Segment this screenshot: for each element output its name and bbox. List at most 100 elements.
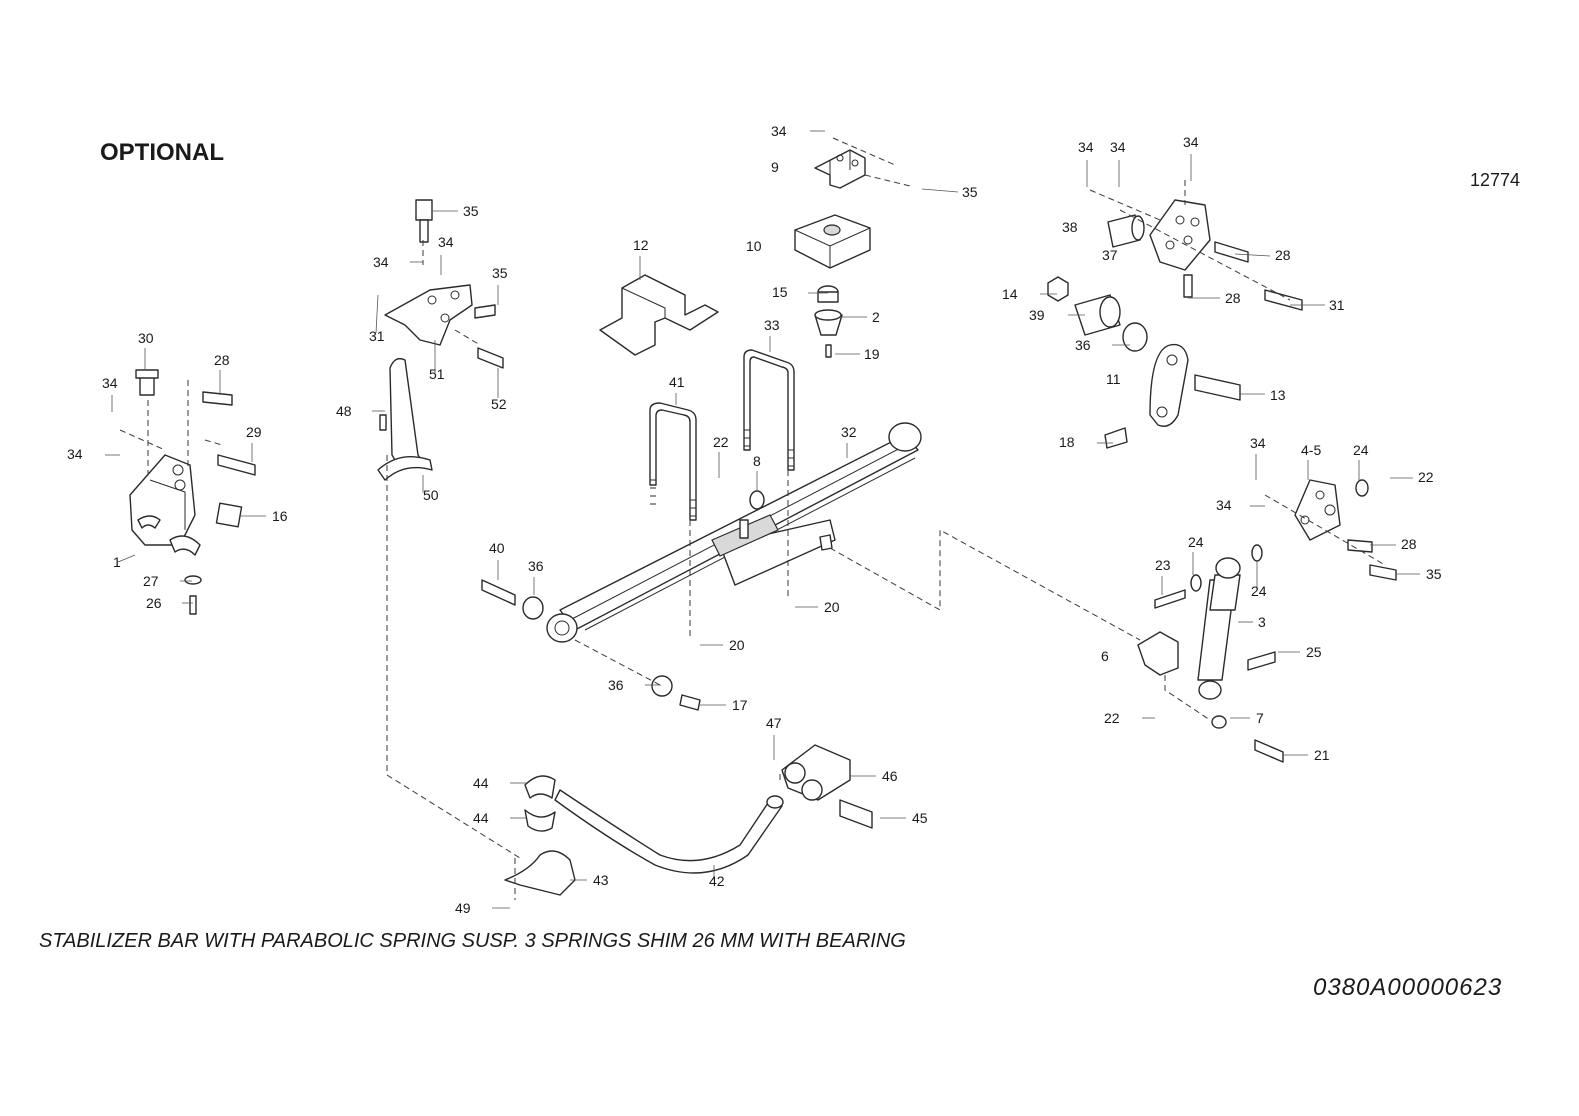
callout-label: 45 (912, 810, 928, 826)
callout-label: 10 (746, 238, 762, 254)
bracket-6 (1137, 631, 1179, 676)
sheet-number: 12774 (1470, 170, 1521, 190)
callout-label: 51 (429, 366, 445, 382)
callout-label: 11 (1106, 371, 1121, 387)
bracket-37 (1149, 199, 1211, 271)
callout-label: 30 (138, 330, 154, 346)
callout-label: 24 (1353, 442, 1369, 458)
callout-label: 35 (962, 184, 978, 200)
stabilizer-link-50 (389, 357, 426, 466)
callout-label: 35 (1426, 566, 1442, 582)
callout-label: 19 (864, 346, 880, 362)
callout-label: 47 (766, 715, 782, 731)
callout-label: 8 (753, 453, 761, 469)
bracket-4-5 (1294, 479, 1341, 541)
callout-label: 34 (67, 446, 83, 462)
callout-label: 34 (1183, 134, 1199, 150)
callout-label: 21 (1314, 747, 1330, 763)
callout-label: 22 (1418, 469, 1434, 485)
callout-label: 44 (473, 775, 489, 791)
callout-label: 33 (764, 317, 780, 333)
callout-label: 26 (146, 595, 162, 611)
callout-label: 36 (528, 558, 544, 574)
spring-hanger-1 (129, 454, 201, 556)
callout-label: 28 (1275, 247, 1291, 263)
callout-label: 34 (771, 123, 787, 139)
bracket-9 (814, 149, 866, 189)
callout-label: 13 (1270, 387, 1286, 403)
callout-label: 20 (729, 637, 745, 653)
callout-label: 36 (608, 677, 624, 693)
callout-leader (921, 188, 959, 193)
u-bolt-41 (649, 402, 697, 521)
callout-label: 17 (732, 697, 748, 713)
stabilizer-bar-42 (554, 789, 784, 874)
callout-label: 34 (102, 375, 118, 391)
assembly-lines (119, 137, 1386, 900)
diagram-caption: STABILIZER BAR WITH PARABOLIC SPRING SUS… (39, 930, 906, 952)
callout-label: 31 (369, 328, 385, 344)
callout-label: 6 (1101, 648, 1109, 664)
callout-label: 42 (709, 873, 725, 889)
bracket-12 (599, 274, 719, 356)
bracket-51 (384, 284, 473, 346)
callout-label: 22 (713, 434, 729, 450)
callout-label: 4-5 (1301, 442, 1321, 458)
callout-label: 41 (669, 374, 685, 390)
callout-label: 37 (1102, 247, 1118, 263)
leaf-spring (546, 422, 922, 643)
callout-label: 46 (882, 768, 898, 784)
callout-label: 39 (1029, 307, 1045, 323)
callout-label: 31 (1329, 297, 1345, 313)
callout-label: 34 (438, 234, 454, 250)
callout-label: 12 (633, 237, 649, 253)
callout-label: 2 (872, 309, 880, 325)
callout-leader (1234, 253, 1271, 257)
callout-label: 18 (1059, 434, 1075, 450)
callout-label: 28 (214, 352, 230, 368)
callout-label: 34 (1216, 497, 1232, 513)
callout-label: 1 (113, 554, 121, 570)
callout-leader (375, 294, 379, 334)
callout-label: 38 (1062, 219, 1078, 235)
callout-label: 48 (336, 403, 352, 419)
callout-label: 32 (841, 424, 857, 440)
callout-label: 15 (772, 284, 788, 300)
shackle-11 (1149, 343, 1189, 427)
rubber-pad-10 (794, 214, 871, 269)
callout-label: 35 (492, 265, 508, 281)
callout-label: 52 (491, 396, 507, 412)
callout-label: 34 (1110, 139, 1126, 155)
callout-label: 23 (1155, 557, 1171, 573)
clamp-43 (504, 850, 576, 896)
callout-label: 43 (593, 872, 609, 888)
callout-label: 44 (473, 810, 489, 826)
callout-label: 34 (373, 254, 389, 270)
callout-label: 36 (1075, 337, 1091, 353)
callout-label: 27 (143, 573, 159, 589)
callout-label: 9 (771, 159, 779, 175)
callout-label: 25 (1306, 644, 1322, 660)
callout-label: 40 (489, 540, 505, 556)
callout-label: 3 (1258, 614, 1266, 630)
callout-label: 16 (272, 508, 288, 524)
callout-label: 7 (1256, 710, 1264, 726)
callout-label: 22 (1104, 710, 1120, 726)
callout-label: 24 (1188, 534, 1204, 550)
callout-label: 29 (246, 424, 262, 440)
callout-label: 28 (1225, 290, 1241, 306)
callout-label: 14 (1002, 286, 1018, 302)
callout-label: 28 (1401, 536, 1417, 552)
callout-leader (117, 554, 136, 563)
shock-absorber-3 (1197, 557, 1241, 700)
callout-label: 49 (455, 900, 471, 916)
callout-label: 35 (463, 203, 479, 219)
callout-label: 50 (423, 487, 439, 503)
callout-label: 34 (1250, 435, 1266, 451)
u-bolt-33 (743, 349, 795, 471)
drawing-code: 0380A00000623 (1313, 974, 1503, 1001)
optional-label: OPTIONAL (100, 139, 224, 166)
